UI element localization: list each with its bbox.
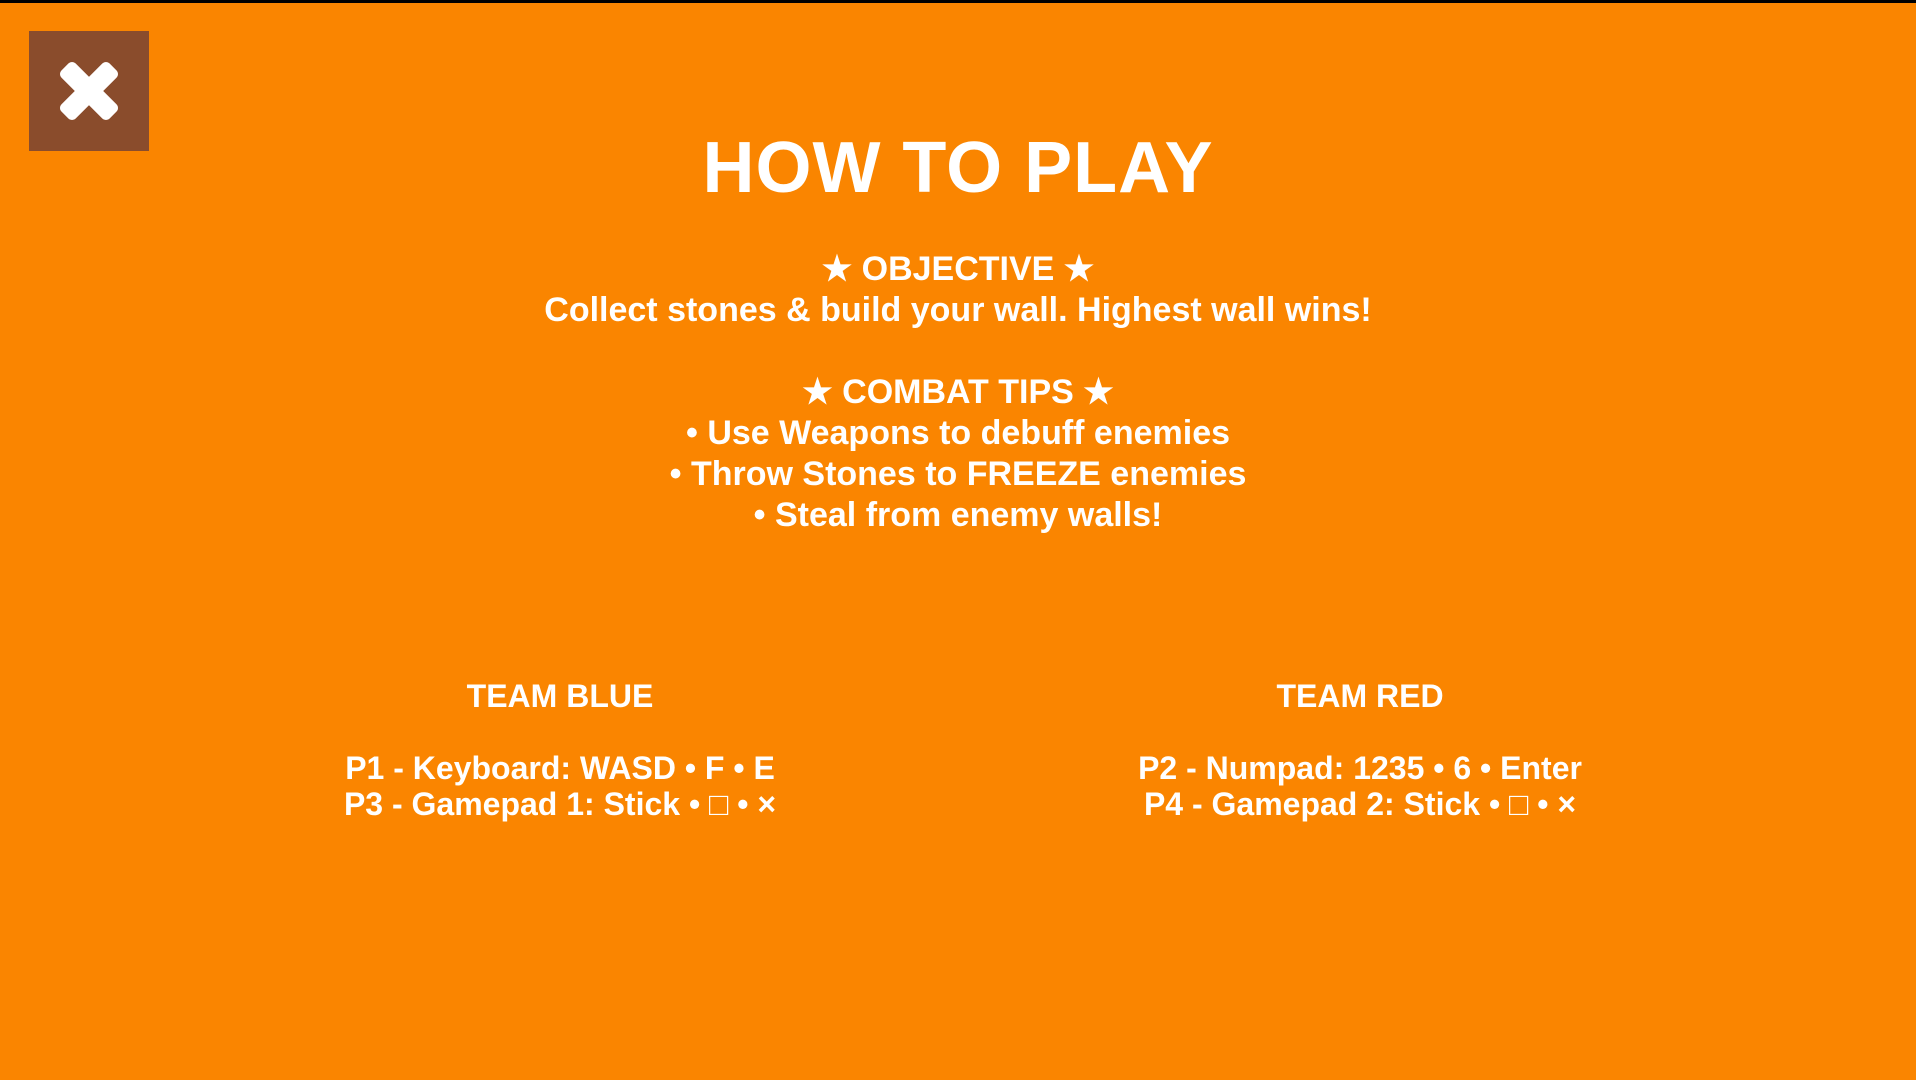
close-button[interactable]	[29, 31, 149, 151]
combat-tip-line: • Steal from enemy walls!	[753, 496, 1163, 534]
how-to-play-screen: HOW TO PLAY ★ OBJECTIVE ★ Collect stones…	[0, 3, 1916, 1080]
team-red-column: TEAM RED P2 - Numpad: 1235 • 6 • Enter P…	[1138, 678, 1582, 822]
team-red-controls-line: P4 - Gamepad 2: Stick • □ • ×	[1143, 786, 1577, 822]
combat-tip-line: • Use Weapons to debuff enemies	[685, 414, 1231, 452]
team-blue-controls-line: P3 - Gamepad 1: Stick • □ • ×	[343, 786, 777, 822]
page-title: HOW TO PLAY	[702, 128, 1214, 208]
combat-tips-header: ★ COMBAT TIPS ★	[802, 373, 1114, 411]
team-blue-title: TEAM BLUE	[466, 678, 654, 714]
objective-header: ★ OBJECTIVE ★	[821, 250, 1095, 288]
spacer	[0, 331, 1916, 372]
spacer	[1138, 714, 1582, 750]
objective-line: Collect stones & build your wall. Highes…	[544, 291, 1372, 329]
team-red-controls-line: P2 - Numpad: 1235 • 6 • Enter	[1138, 750, 1582, 786]
rules-text: ★ OBJECTIVE ★ Collect stones & build you…	[0, 249, 1916, 536]
combat-tip-line: • Throw Stones to FREEZE enemies	[669, 455, 1247, 493]
team-blue-column: TEAM BLUE P1 - Keyboard: WASD • F • E P3…	[344, 678, 776, 822]
team-red-title: TEAM RED	[1276, 678, 1444, 714]
spacer	[344, 714, 776, 750]
team-blue-controls-line: P1 - Keyboard: WASD • F • E	[345, 750, 775, 786]
team-controls: TEAM BLUE P1 - Keyboard: WASD • F • E P3…	[0, 678, 1916, 838]
